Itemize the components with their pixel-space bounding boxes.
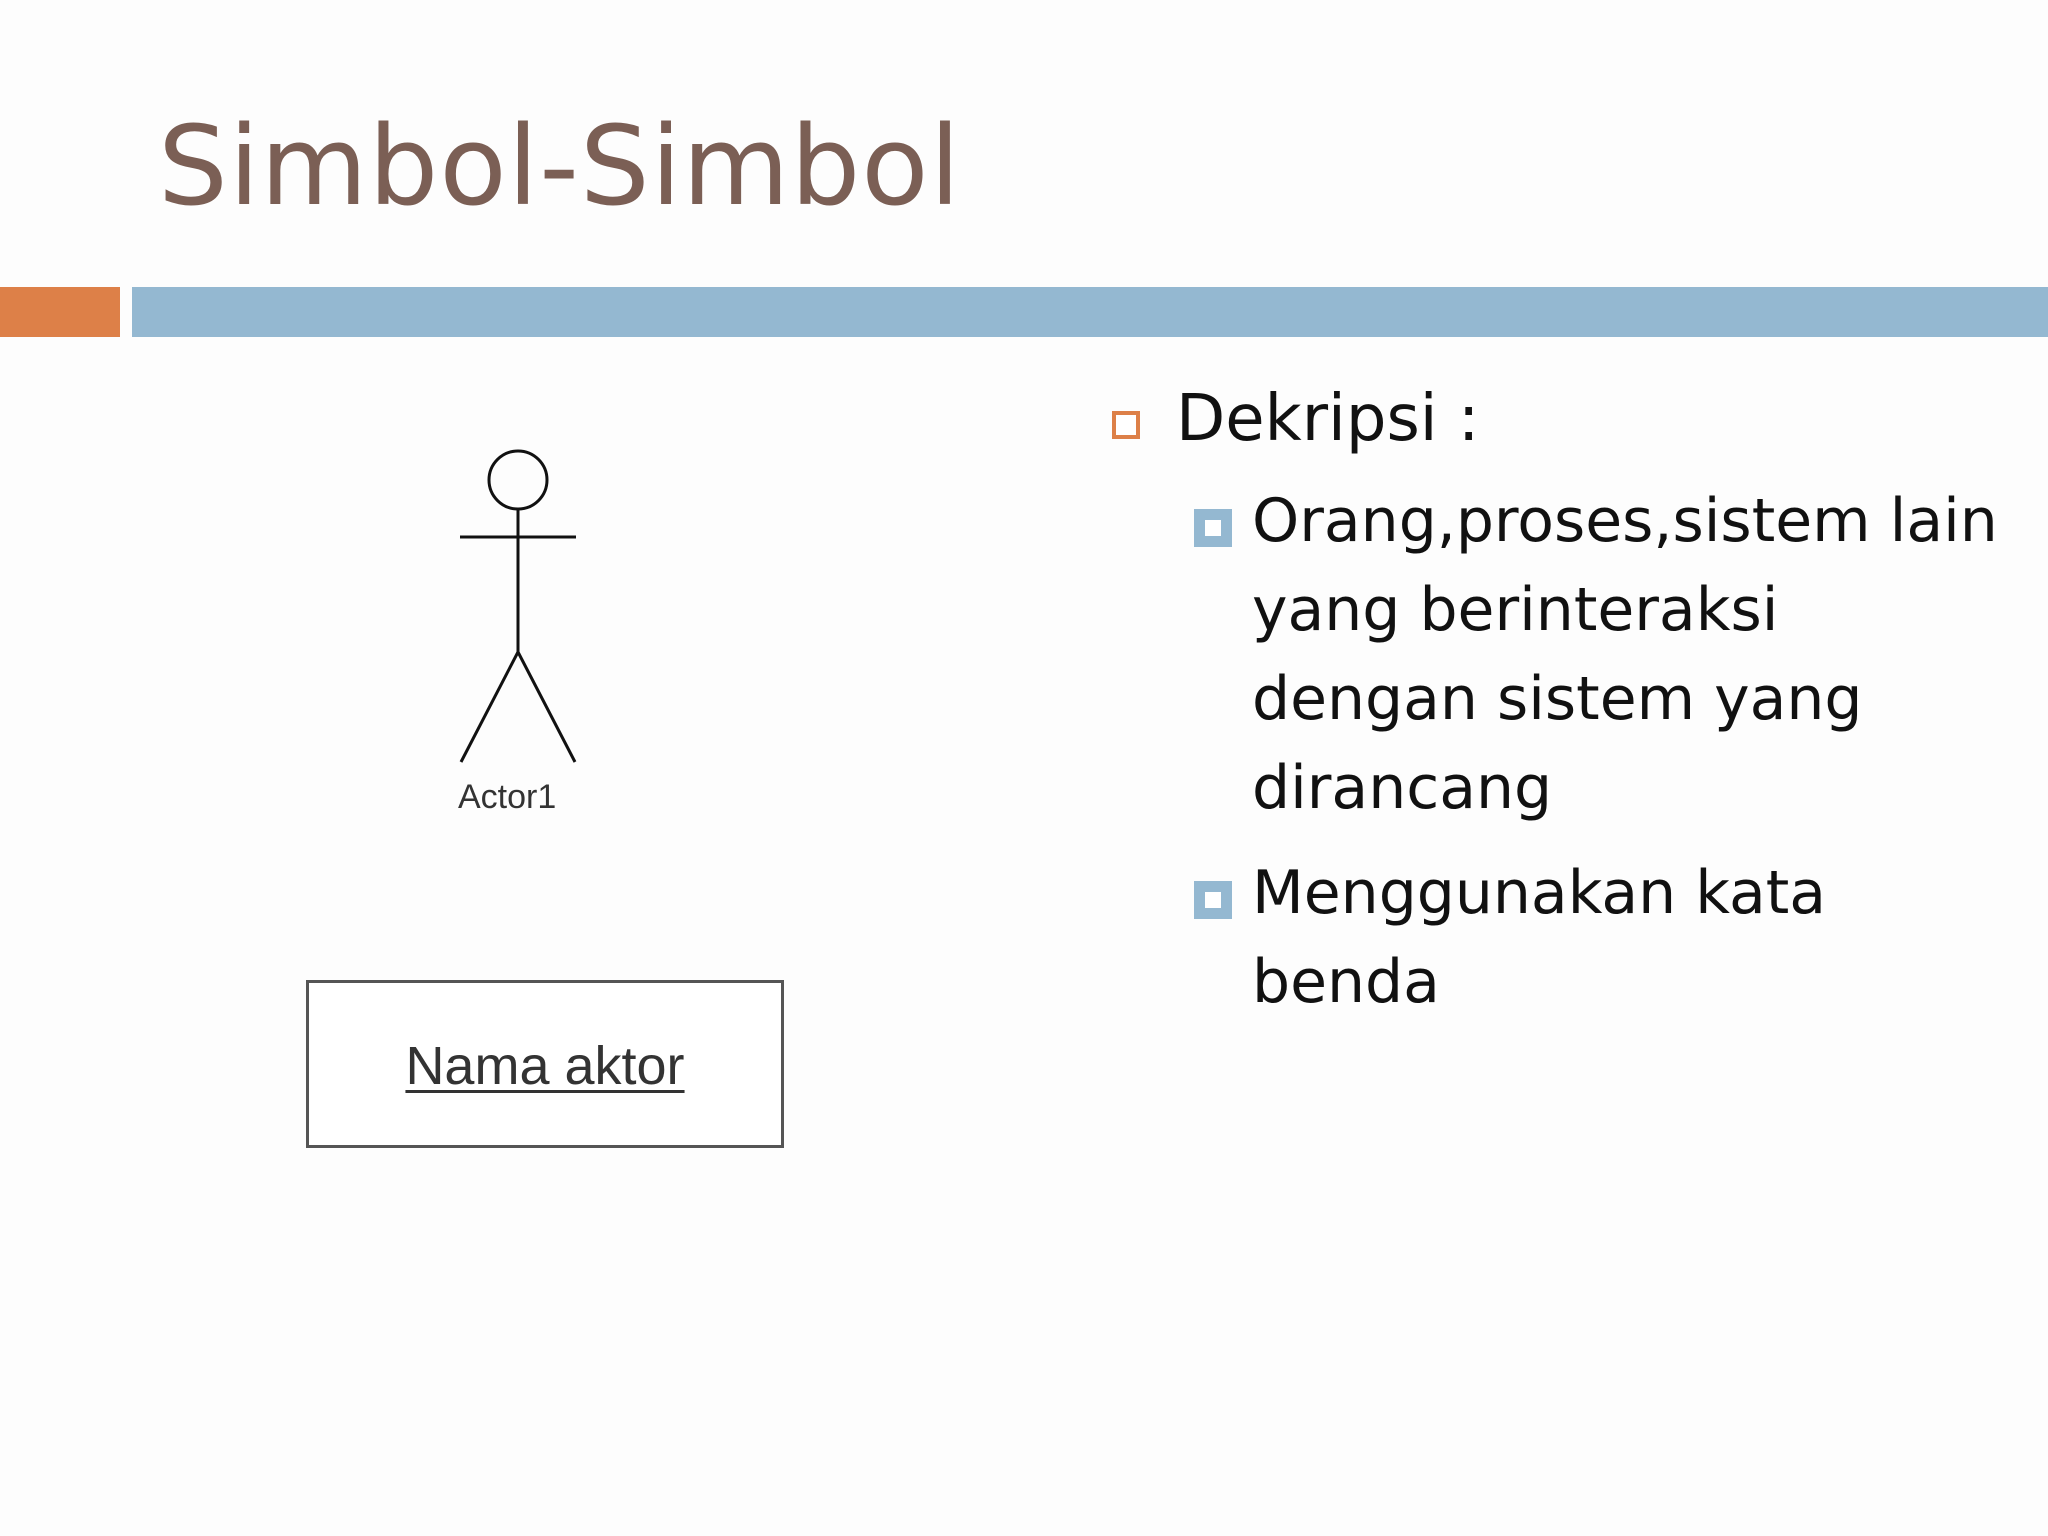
actor-stick-figure-icon (459, 449, 577, 763)
slide-title: Simbol-Simbol (158, 102, 962, 230)
filled-square-bullet-icon (1194, 881, 1232, 919)
actor-leg-left (459, 651, 520, 763)
sub-bullet-item: Menggunakan kata benda (1176, 849, 2020, 1027)
sub-bullet-text: Orang,proses,sistem lain yang berinterak… (1252, 486, 1998, 823)
actor-name-box: Nama aktor (306, 980, 784, 1148)
accent-bar-blue (132, 287, 2048, 337)
bullet-heading-text: Dekripsi : (1176, 382, 1480, 456)
actor-name-box-label: Nama aktor (405, 1036, 685, 1096)
actor-label: Actor1 (458, 778, 557, 816)
actor-leg-right (516, 651, 577, 763)
slide-content: Dekripsi : Orang,proses,sistem lain yang… (1100, 375, 2020, 1043)
sub-bullet-text: Menggunakan kata benda (1252, 858, 1827, 1017)
actor-head (487, 449, 549, 511)
sub-bullet-item: Orang,proses,sistem lain yang berinterak… (1176, 477, 2020, 833)
square-bullet-icon (1112, 411, 1140, 439)
accent-bar-orange (0, 287, 120, 337)
filled-square-bullet-icon (1194, 509, 1232, 547)
bullet-heading: Dekripsi : (1100, 375, 2020, 463)
